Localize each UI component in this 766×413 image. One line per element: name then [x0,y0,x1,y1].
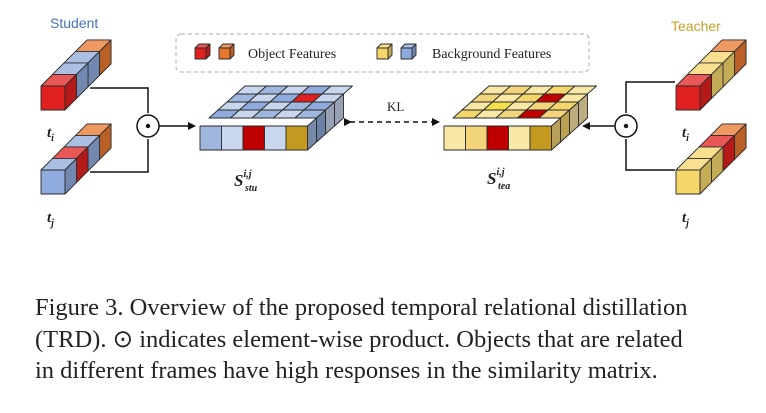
student-connector-tj [90,139,149,173]
student-matrix-side-3 [307,117,317,151]
teacher-connector-tj [625,139,675,171]
student-ti-cell-0-front [40,85,66,111]
legend-object-label: Object Features [248,47,336,62]
legend-background-swatch [376,43,417,60]
caption-line-2: (TRD). ⊙ indicates element-wise product.… [35,325,683,353]
figure-caption: Figure 3. Overview of the proposed tempo… [35,292,750,387]
teacher-matrix-front-2 [486,125,509,151]
student-similarity-matrix [199,85,353,151]
teacher-tj-cell-0-front [675,169,701,195]
student-product-dot [145,123,151,129]
teacher-ti-cell-0-front [675,85,701,111]
teacher-similarity-matrix [443,85,597,151]
teacher-title: Teacher [671,18,721,34]
teacher-vector-ti [675,39,747,111]
student-matrix-front-2 [242,125,265,151]
legend-object-orange-cube-front [218,47,231,60]
student-vector-ti [40,39,112,111]
teacher-vector-tj [675,123,747,195]
legend-border [175,33,590,73]
student-matrix-front-1 [221,125,244,151]
caption-line-3: in different frames have high responses … [35,357,658,384]
student-matrix-front-0 [199,125,222,151]
teacher-ti-label: ti [682,125,689,144]
student-tj-cell-0-front [40,169,66,195]
teacher-product-dot [623,123,629,129]
legend: Object Features Background Features [175,33,590,73]
teacher-matrix-front-4 [529,125,552,151]
student-matrix-front-4 [285,125,308,151]
student-title: Student [50,15,98,31]
legend-background-yellow-cube-front [376,47,389,60]
kl-label: KL [387,99,404,114]
teacher-matrix-side-3 [551,117,561,151]
teacher-matrix-front-0 [443,125,466,151]
legend-background-label: Background Features [432,47,551,62]
legend-object-swatch [194,43,235,60]
student-vector-tj [40,123,112,195]
caption-line-1: Figure 3. Overview of the proposed tempo… [35,294,688,321]
student-tj-label: tj [47,210,54,229]
teacher-matrix-front-3 [508,125,531,151]
teacher-connector-ti [625,81,675,113]
legend-background-blue-cube-front [400,47,413,60]
student-connector-ti [90,87,149,113]
teacher-matrix-front-1 [465,125,488,151]
legend-object-red-cube-front [194,47,207,60]
teacher-tj-label: tj [682,210,689,229]
student-ti-label: ti [47,125,54,144]
student-matrix-front-3 [264,125,287,151]
